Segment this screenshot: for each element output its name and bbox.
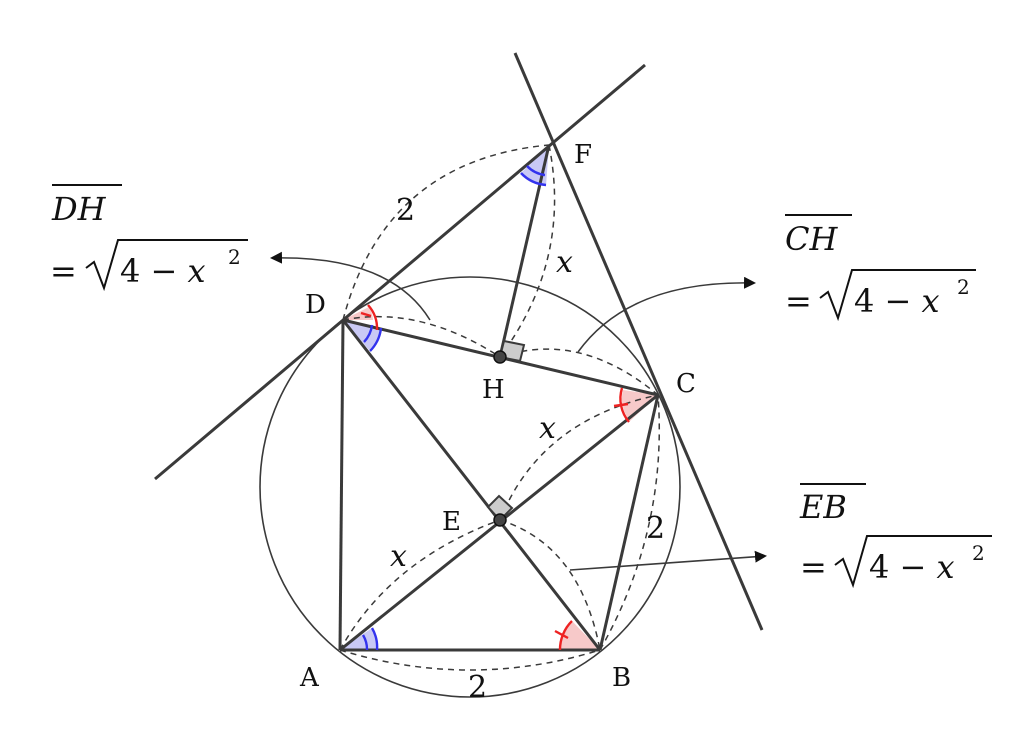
diagonal-BD: [341, 319, 602, 651]
length-label-DF: 2: [396, 193, 415, 228]
angle-fill-A-blue: [340, 628, 379, 650]
annotation-DH-equals: =: [50, 252, 77, 290]
annotation-CH-name: CH: [785, 220, 838, 258]
arc-AE: [339, 519, 501, 651]
length-label-AE: x: [390, 539, 407, 574]
length-label-AB: 2: [468, 670, 487, 705]
arc-DF: [342, 144, 550, 321]
arc-DH: [342, 315, 501, 358]
arc-FH: [499, 144, 556, 358]
arrow-EB: [569, 550, 767, 571]
tangent-line-D: [154, 63, 646, 481]
angle-arcs-red: [360, 304, 630, 651]
label-C: C: [676, 369, 696, 399]
annotation-DH-name: DH: [51, 190, 107, 228]
annotation-DH-exp: 2: [228, 245, 241, 269]
label-E: E: [442, 507, 461, 537]
length-label-EC: x: [539, 411, 556, 446]
annotation-CH: CH = 4 − x 2: [785, 214, 976, 322]
right-angle-marker-E: [486, 494, 514, 522]
arrow-DH: [270, 251, 431, 321]
arc-EB: [499, 519, 601, 651]
label-A: A: [299, 663, 320, 693]
annotation-EB: EB = 4 − x 2: [799, 483, 992, 589]
angle-fill-B-red: [560, 622, 600, 650]
length-label-FH: x: [556, 245, 573, 280]
label-F: F: [574, 140, 592, 170]
annotation-DH: DH = 4 − x 2: [50, 184, 248, 292]
sqrt-sign-CH: [819, 269, 976, 322]
length-label-BC: 2: [646, 511, 665, 546]
label-D: D: [305, 290, 326, 320]
segment-BC: [598, 394, 660, 651]
annotation-CH-exp: 2: [957, 275, 970, 299]
circumcircle: [259, 276, 681, 698]
label-B: B: [612, 663, 631, 693]
point-E: [493, 513, 507, 527]
annotation-DH-sqrt: 4 − x: [120, 252, 206, 290]
annotation-EB-exp: 2: [972, 541, 985, 565]
segment-FH: [498, 144, 551, 358]
dashed-arcs: [339, 144, 661, 671]
angle-arcs-blue: [361, 165, 547, 651]
arrow-CH: [577, 276, 756, 353]
tangent-line-C: [513, 52, 764, 631]
annotation-CH-equals: =: [785, 282, 812, 320]
arc-HC: [499, 348, 659, 396]
annotation-CH-sqrt: 4 − x: [854, 282, 940, 320]
point-H: [493, 350, 507, 364]
segment-DA: [338, 319, 345, 651]
arc-EC: [499, 394, 659, 521]
label-H: H: [482, 375, 505, 405]
arc-AB: [339, 649, 601, 671]
annotation-EB-equals: =: [800, 548, 827, 586]
sqrt-sign-EB: [834, 535, 992, 589]
annotation-EB-sqrt: 4 − x: [869, 548, 955, 586]
annotation-EB-name: EB: [799, 488, 847, 526]
sqrt-sign-DH: [85, 239, 248, 292]
arc-BC: [599, 394, 661, 651]
